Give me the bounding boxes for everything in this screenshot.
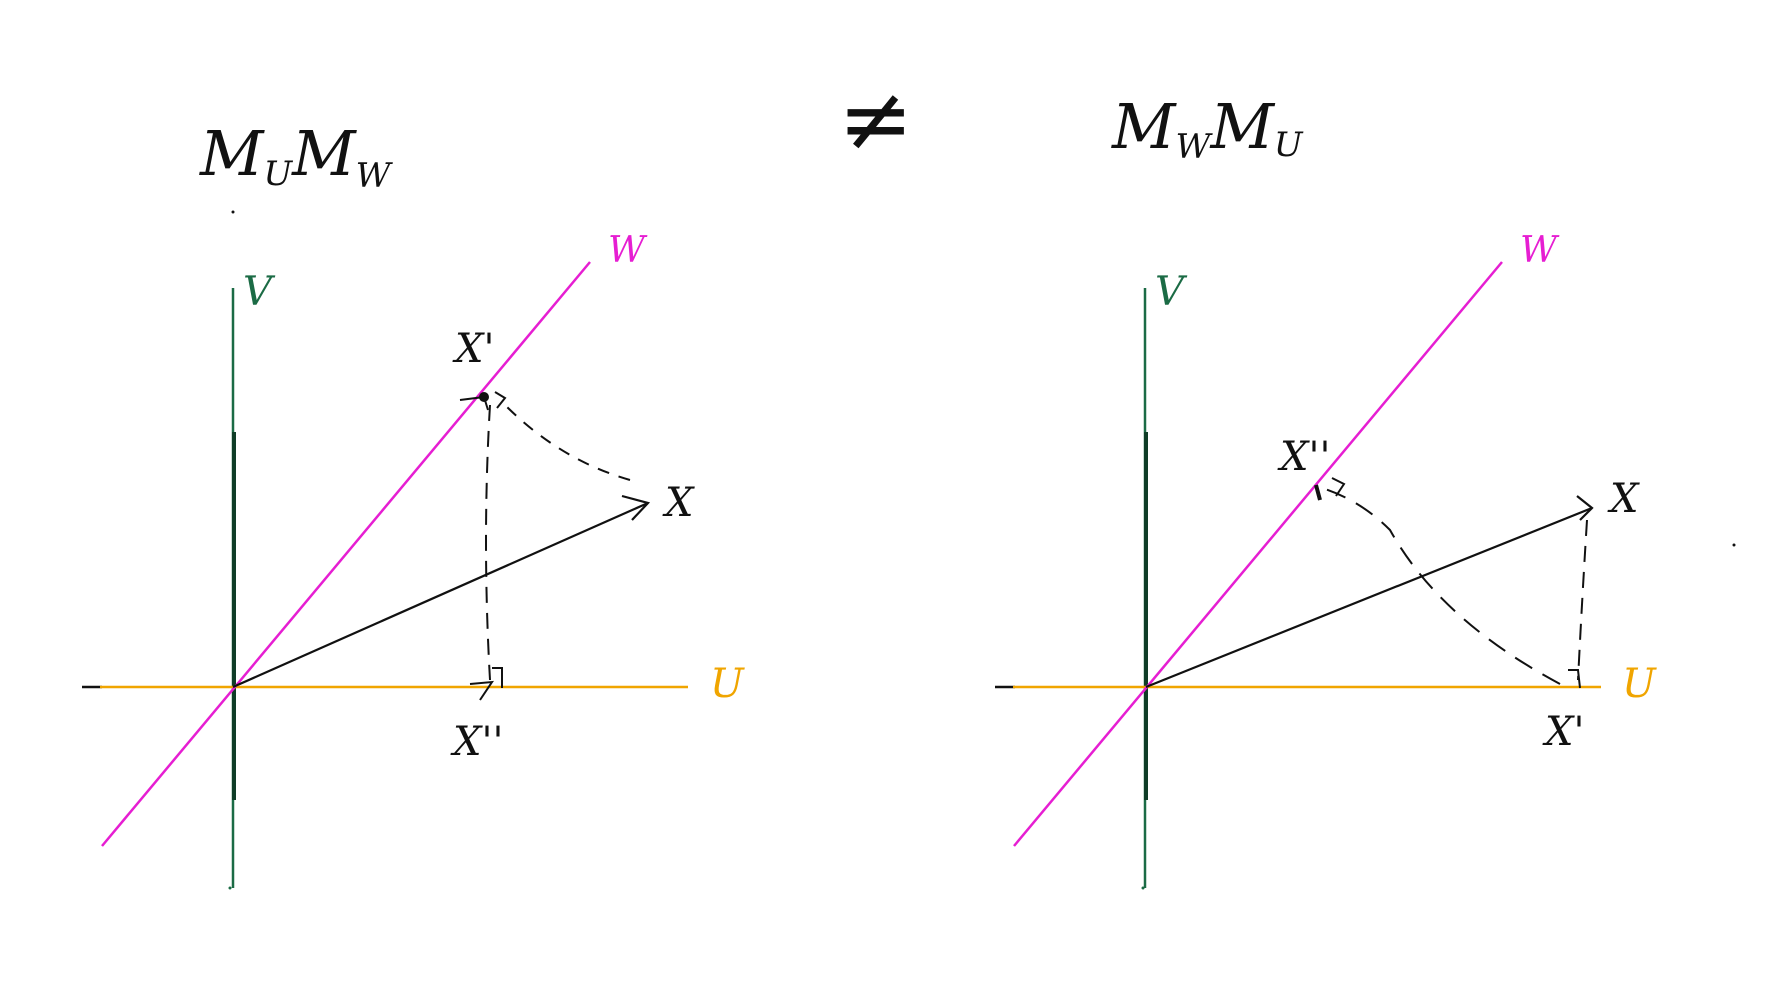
right-xprime-right-angle bbox=[1568, 669, 1581, 689]
right-dash-x-to-xprime bbox=[1577, 519, 1588, 681]
right-xdprime-tick bbox=[1314, 484, 1322, 501]
left-u-label: U bbox=[710, 661, 745, 707]
left-xdprime-label: X'' bbox=[450, 719, 503, 765]
left-w-label: W bbox=[608, 230, 648, 271]
right-u-label: U bbox=[1622, 661, 1657, 707]
left-dash-x-to-xprime bbox=[504, 404, 631, 481]
stray-dot-right-bottom bbox=[1141, 886, 1145, 890]
left-xprime-right-angle bbox=[494, 391, 507, 409]
left-xprime-label: X' bbox=[452, 326, 494, 372]
stray-dot-right bbox=[1732, 543, 1736, 547]
left-dash-xprime-to-xdprime bbox=[485, 404, 491, 681]
left-x-label: X bbox=[662, 480, 695, 526]
left-arrow-to-xprime bbox=[459, 395, 489, 411]
title-left: MUMW bbox=[199, 117, 394, 196]
stray-dot-left bbox=[231, 210, 235, 214]
right-x-arrowhead bbox=[1576, 495, 1594, 521]
right-xdprime-right-angle bbox=[1331, 477, 1346, 497]
left-xdprime-right-angle bbox=[492, 667, 503, 688]
left-w-line bbox=[101, 261, 591, 847]
right-x-label: X bbox=[1607, 476, 1640, 522]
right-diagram: V W U X X'' X' bbox=[995, 230, 1657, 888]
left-x-vector bbox=[232, 501, 649, 689]
right-xdprime-label: X'' bbox=[1277, 434, 1330, 480]
left-arrow-to-xdprime bbox=[469, 680, 494, 701]
title-right: MWMU bbox=[1111, 90, 1304, 167]
right-w-label: W bbox=[1520, 230, 1560, 271]
right-dash-xprime-to-xdprime bbox=[1321, 487, 1561, 685]
left-v-label: V bbox=[243, 269, 276, 315]
not-equal-sign: ≠ bbox=[838, 67, 913, 172]
stray-dot-left-bottom bbox=[228, 886, 232, 890]
left-x-arrowhead bbox=[621, 494, 651, 521]
right-x-vector bbox=[1145, 506, 1593, 689]
left-diagram: V W U X X' X'' bbox=[82, 230, 745, 888]
right-v-label: V bbox=[1155, 269, 1188, 315]
right-w-line bbox=[1013, 261, 1503, 847]
right-xprime-label: X' bbox=[1542, 709, 1584, 755]
